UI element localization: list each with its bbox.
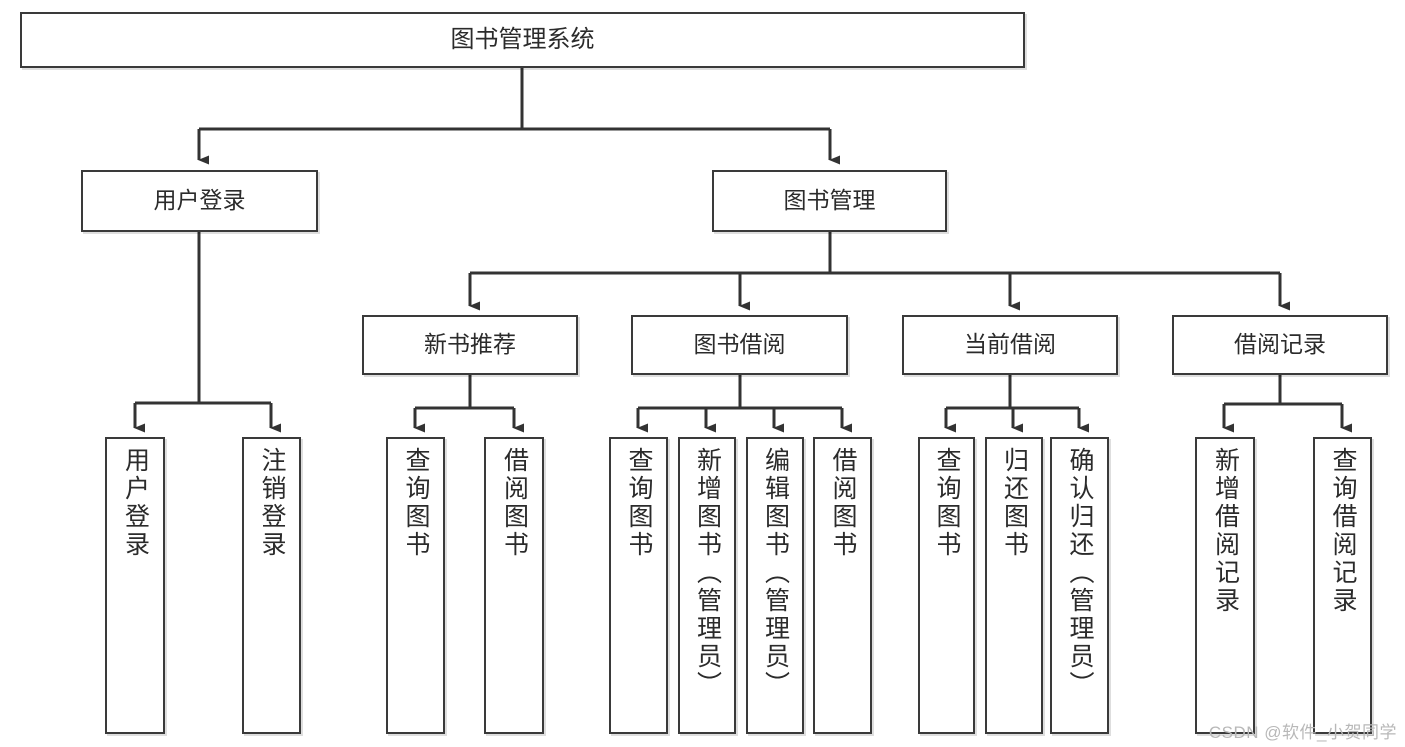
node-leaf-query-book-borrow[interactable]: 查询图书 [609, 437, 668, 734]
node-label: 新增图书（管理员） [693, 447, 722, 699]
node-label: 借阅记录 [1234, 331, 1326, 358]
watermark: CSDN @软件_小贺同学 [1208, 723, 1397, 742]
node-user-login[interactable]: 用户登录 [81, 170, 318, 232]
node-current-borrow[interactable]: 当前借阅 [902, 315, 1118, 375]
node-label: 查询图书 [625, 447, 653, 559]
node-new-book-recommend[interactable]: 新书推荐 [362, 315, 578, 375]
node-label: 当前借阅 [964, 331, 1056, 358]
node-label: 图书借阅 [693, 331, 786, 358]
node-leaf-query-book-current[interactable]: 查询图书 [918, 437, 975, 734]
node-leaf-borrow-book-recommend[interactable]: 借阅图书 [484, 437, 544, 734]
node-label: 注销登录 [258, 447, 286, 559]
node-label: 借阅图书 [500, 447, 529, 559]
node-label: 新增借阅记录 [1211, 447, 1240, 615]
node-leaf-query-borrow-record[interactable]: 查询借阅记录 [1313, 437, 1372, 734]
node-borrow-record[interactable]: 借阅记录 [1172, 315, 1388, 375]
node-leaf-add-book-admin[interactable]: 新增图书（管理员） [678, 437, 736, 734]
node-book-management[interactable]: 图书管理 [712, 170, 947, 232]
node-label: 用户登录 [153, 187, 246, 214]
node-label: 图书管理 [783, 187, 876, 214]
node-label: 查询图书 [933, 447, 961, 559]
node-label: 查询借阅记录 [1329, 447, 1357, 615]
node-book-borrow[interactable]: 图书借阅 [631, 315, 848, 375]
node-label: 确认归还（管理员） [1066, 447, 1094, 699]
node-leaf-user-login[interactable]: 用户登录 [105, 437, 165, 734]
node-label: 查询图书 [402, 447, 430, 559]
node-label: 图书管理系统 [450, 25, 595, 53]
node-label: 归还图书 [1000, 447, 1029, 559]
node-leaf-return-book[interactable]: 归还图书 [985, 437, 1043, 734]
node-root-book-management-system[interactable]: 图书管理系统 [20, 12, 1025, 68]
node-leaf-query-book-recommend[interactable]: 查询图书 [386, 437, 445, 734]
node-label: 编辑图书（管理员） [761, 447, 790, 699]
node-leaf-borrow-book[interactable]: 借阅图书 [813, 437, 872, 734]
node-leaf-confirm-return-admin[interactable]: 确认归还（管理员） [1050, 437, 1109, 734]
node-leaf-logout[interactable]: 注销登录 [242, 437, 301, 734]
node-label: 新书推荐 [424, 331, 516, 358]
node-leaf-add-borrow-record[interactable]: 新增借阅记录 [1195, 437, 1255, 734]
node-leaf-edit-book-admin[interactable]: 编辑图书（管理员） [746, 437, 804, 734]
node-label: 借阅图书 [829, 447, 857, 559]
node-label: 用户登录 [121, 447, 150, 559]
